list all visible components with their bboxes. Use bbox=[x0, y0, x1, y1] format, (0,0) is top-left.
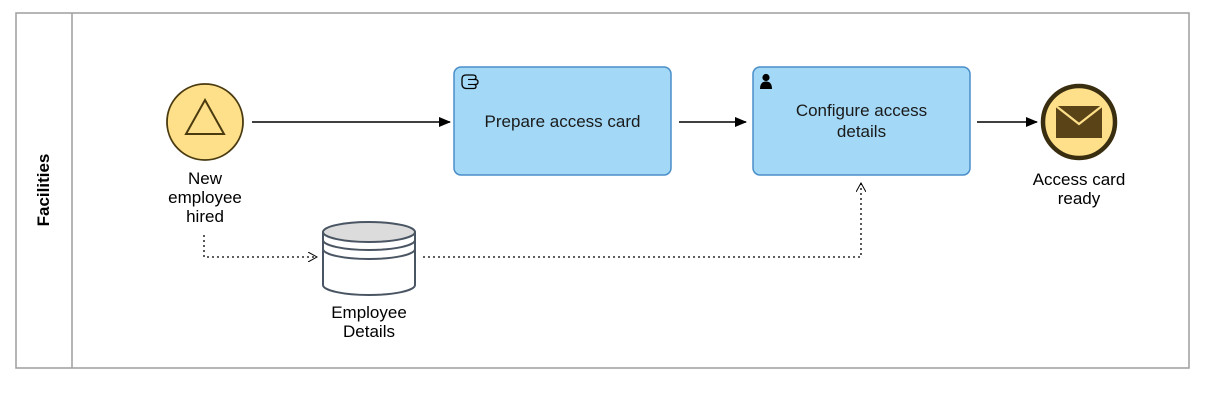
data-store-label-line-1: Employee bbox=[331, 303, 407, 322]
end-event-label-line-2: ready bbox=[1057, 189, 1101, 208]
task-configure-label-line-2: details bbox=[836, 122, 887, 141]
data-store[interactable] bbox=[322, 221, 416, 296]
triangle-icon bbox=[184, 97, 226, 135]
task-configure-label-line-1: Configure access bbox=[795, 101, 928, 120]
end-event-label: Access card ready bbox=[1019, 170, 1139, 208]
task-configure-label: Configure access details bbox=[753, 67, 970, 175]
task-configure-access-details[interactable] bbox=[752, 66, 971, 176]
data-association-start-to-store[interactable] bbox=[203, 235, 317, 257]
user-icon bbox=[760, 73, 772, 89]
start-event-label: New employee hired bbox=[155, 169, 255, 226]
start-event-label-line-3: hired bbox=[186, 207, 224, 226]
end-event[interactable] bbox=[1040, 83, 1118, 161]
start-event-label-line-2: employee bbox=[168, 188, 242, 207]
envelope-icon bbox=[1055, 105, 1103, 138]
start-event[interactable] bbox=[166, 83, 244, 161]
task-prepare-label-text: Prepare access card bbox=[484, 111, 641, 131]
hand-icon bbox=[461, 74, 479, 90]
end-event-label-line-1: Access card bbox=[1032, 170, 1126, 189]
data-store-label: Employee Details bbox=[319, 303, 419, 341]
task-prepare-label: Prepare access card bbox=[454, 67, 671, 175]
lane-title: Facilities bbox=[34, 153, 53, 227]
task-prepare-access-card[interactable] bbox=[453, 66, 672, 176]
data-store-label-line-2: Details bbox=[343, 322, 395, 341]
data-association-store-to-configure[interactable] bbox=[423, 183, 861, 258]
start-event-label-line-1: New bbox=[187, 169, 222, 188]
